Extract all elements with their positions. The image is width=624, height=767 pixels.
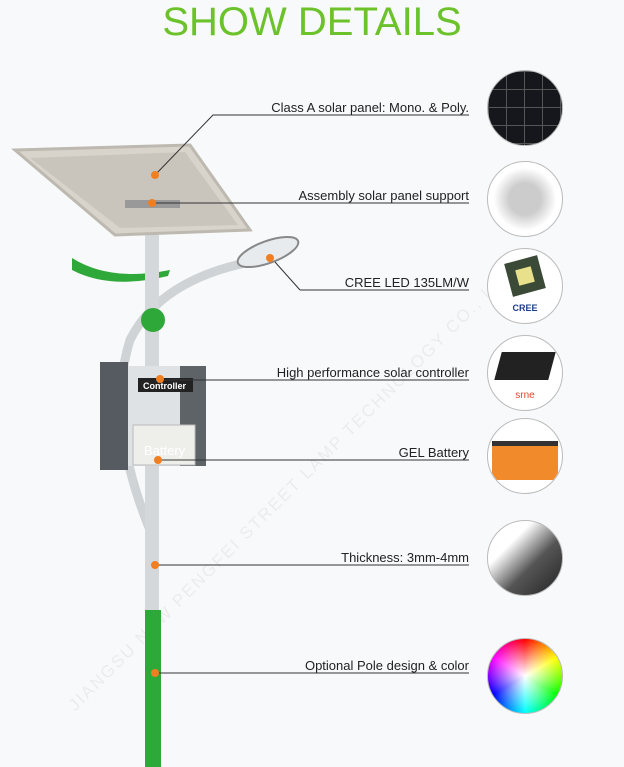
- feature-label-battery: GEL Battery: [398, 445, 469, 460]
- battery-unit: [132, 424, 196, 466]
- bracket-icon: [487, 161, 563, 237]
- srne-logo: srne: [515, 390, 535, 401]
- controller-unit: [138, 378, 193, 392]
- cree-logo: CREE: [512, 303, 538, 313]
- feature-label-pole-color: Optional Pole design & color: [304, 658, 469, 673]
- page-title: SHOW DETAILS: [162, 0, 462, 44]
- pole-green-section: [145, 610, 161, 767]
- feature-label-cree-led: CREE LED 135LM/W: [344, 275, 469, 290]
- lamp-arm: [116, 257, 251, 532]
- marker-dots: [148, 171, 274, 677]
- controller-text: Controller: [143, 381, 186, 391]
- feature-label-panel-support: Assembly solar panel support: [298, 188, 469, 203]
- pole-ring: [141, 308, 165, 332]
- solar-cell-icon: [487, 70, 563, 146]
- feature-label-controller: High performance solar controller: [276, 365, 469, 380]
- color-wheel-icon: [487, 638, 563, 714]
- led-chip-icon: CREE: [487, 248, 563, 324]
- battery-box: [100, 362, 128, 470]
- battery-icon: [487, 418, 563, 494]
- lamp-head: [236, 235, 300, 269]
- battery-text: Battery: [144, 443, 186, 458]
- feature-label-solar-panel: Class A solar panel: Mono. & Poly.: [271, 100, 469, 115]
- feature-label-thickness: Thickness: 3mm-4mm: [341, 550, 469, 565]
- controller-icon: srne: [487, 335, 563, 411]
- pole-section-icon: [487, 520, 563, 596]
